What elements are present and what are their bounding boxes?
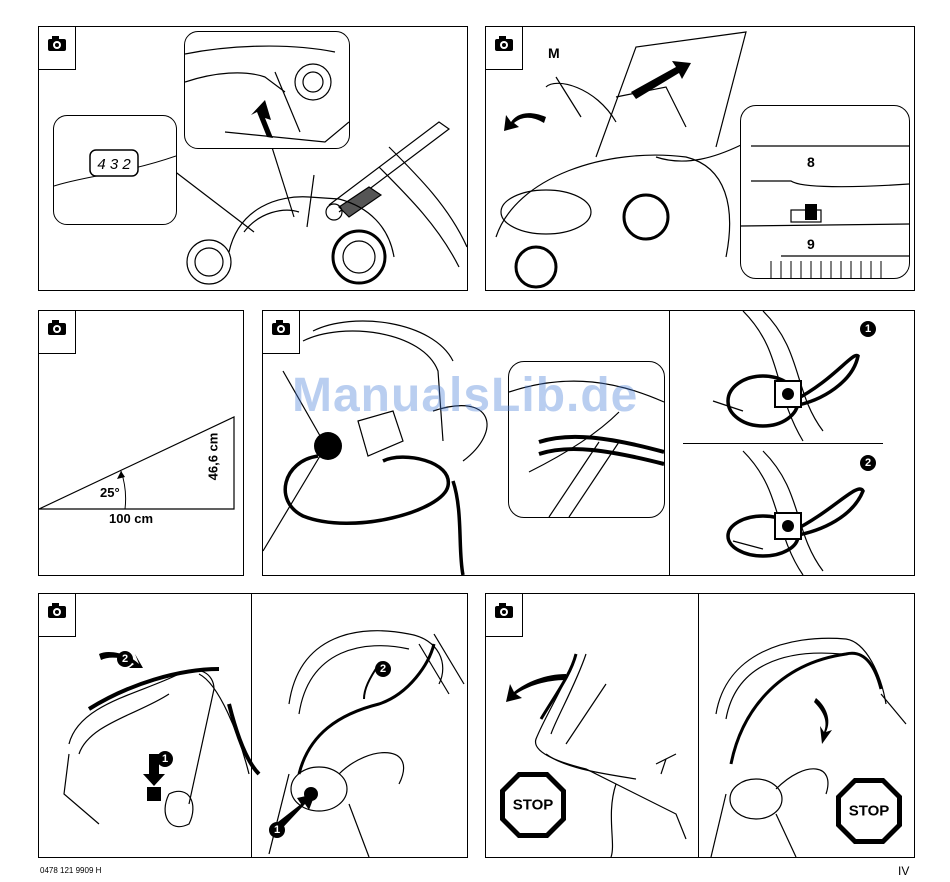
panel-stop-mower: STOP STOP <box>485 593 915 858</box>
stop-label-right: STOP <box>834 803 904 820</box>
panel-tab <box>39 27 76 70</box>
inset-lever <box>184 31 350 149</box>
panel-height-adjustment: 4 3 2 <box>38 26 468 291</box>
stop-label-left: STOP <box>498 797 568 814</box>
inset-lock-detail: 8 9 <box>740 105 910 279</box>
step-1-badge-right: 1 <box>269 822 285 838</box>
label-8: 8 <box>807 154 815 170</box>
document-code: 0478 121 9909 H <box>40 866 101 875</box>
step-1-badge: 1 <box>860 321 876 337</box>
step-2-badge: 2 <box>860 455 876 471</box>
panel-grass-catcher: M 8 9 <box>485 26 915 291</box>
step-1-badge: 1 <box>157 751 173 767</box>
step-2-badge: 2 <box>117 651 133 667</box>
inset-height-scale: 4 3 2 <box>53 115 177 225</box>
panel-start-mower: 2 1 2 1 <box>38 593 468 858</box>
camera-icon <box>494 35 514 53</box>
panel-slope: 25° 46,6 cm 100 cm <box>38 310 244 576</box>
stop-sign-left: STOP <box>498 770 568 840</box>
panel-tab <box>486 594 523 637</box>
stop-sign-right: STOP <box>834 776 904 846</box>
slope-angle: 25° <box>100 485 120 500</box>
slope-height: 46,6 cm <box>205 433 220 481</box>
panel-cable-connect: 1 2 <box>262 310 915 576</box>
inset-strain-relief <box>508 361 665 518</box>
panel4-divider <box>669 311 670 575</box>
camera-icon <box>47 35 67 53</box>
camera-icon <box>47 602 67 620</box>
camera-icon <box>271 319 291 337</box>
label-9: 9 <box>807 236 815 252</box>
panel-tab <box>39 594 76 637</box>
step-2-badge-right: 2 <box>375 661 391 677</box>
label-m: M <box>548 45 560 61</box>
page-number: IV <box>898 864 909 878</box>
panel-tab <box>39 311 76 354</box>
svg-text:4 3 2: 4 3 2 <box>97 156 131 173</box>
slope-length: 100 cm <box>109 511 153 526</box>
camera-icon <box>47 319 67 337</box>
start-mower-illustration <box>39 594 467 857</box>
camera-icon <box>494 602 514 620</box>
panel4-hdivider <box>683 443 883 444</box>
panel-tab <box>486 27 523 70</box>
panel-tab <box>263 311 300 354</box>
